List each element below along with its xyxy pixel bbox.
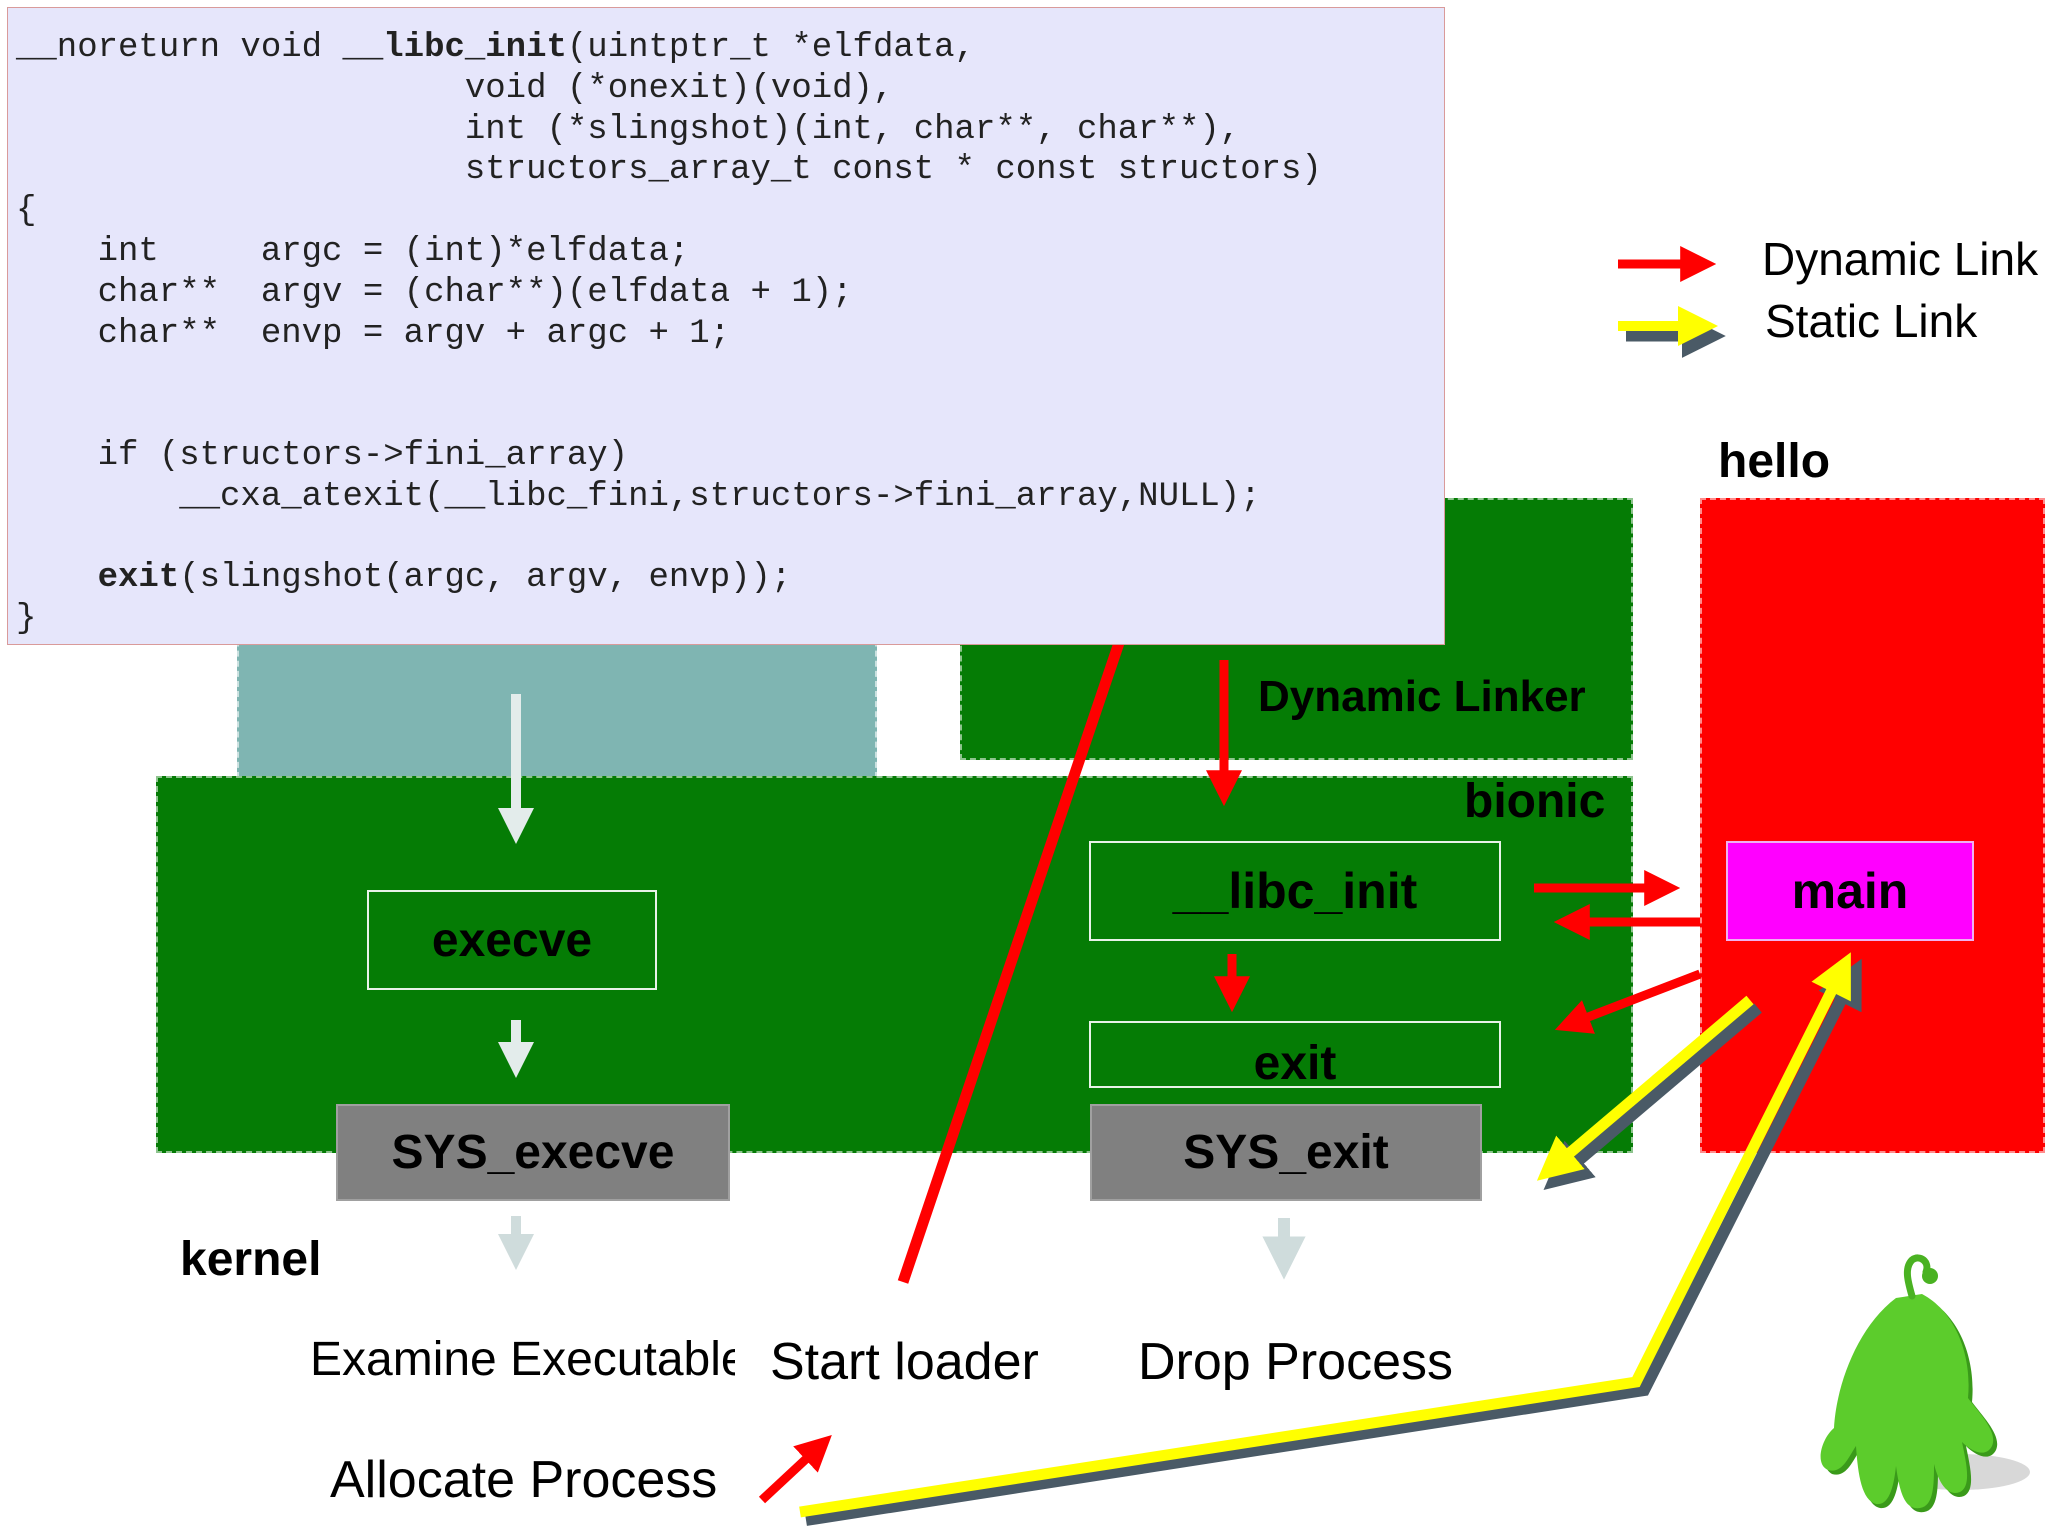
arrow-allocate-to-start bbox=[758, 1434, 832, 1504]
sys-execve-box: SYS_execve bbox=[336, 1104, 730, 1201]
code-line: exit(slingshot(argc, argv, envp)); bbox=[16, 558, 1444, 599]
legend-static-link-label: Static Link bbox=[1765, 295, 1978, 347]
code-pre-text: int (*slingshot)(int, char**, char**), bbox=[16, 110, 1241, 149]
arrow-main-to-sys-exit bbox=[1536, 995, 1754, 1181]
code-pre-text: int argc = (int)*elfdata; bbox=[16, 232, 690, 271]
code-post-text: (slingshot(argc, argv, envp)); bbox=[179, 559, 792, 598]
libc-init-box: __libc_init bbox=[1089, 841, 1501, 941]
code-line: structors_array_t const * const structor… bbox=[16, 150, 1444, 191]
code-line: void (*onexit)(void), bbox=[16, 69, 1444, 110]
code-line: __cxa_atexit(__libc_fini,structors->fini… bbox=[16, 477, 1444, 518]
code-line: char** argv = (char**)(elfdata + 1); bbox=[16, 273, 1444, 314]
start-loader-label: Start loader bbox=[770, 1333, 1039, 1391]
dynamic-linker-label: Dynamic Linker bbox=[1258, 672, 1586, 721]
arrow-main-to-exit bbox=[1554, 969, 1702, 1034]
arrow-allocate-to-main bbox=[799, 952, 1851, 1518]
bionic-region bbox=[156, 776, 1633, 1153]
code-pre-text: if (structors->fini_array) bbox=[16, 436, 629, 475]
code-pre-text bbox=[16, 559, 98, 597]
code-pre-text: __noreturn void bbox=[16, 29, 343, 67]
code-line: __noreturn void __libc_init(uintptr_t *e… bbox=[16, 28, 1444, 69]
arrow-start-loader-up bbox=[897, 638, 1126, 1284]
code-bold-text: __libc_init bbox=[342, 29, 567, 67]
code-pre-text: structors_array_t const * const structor… bbox=[16, 151, 1322, 190]
code-listing: __noreturn void __libc_init(uintptr_t *e… bbox=[7, 7, 1445, 645]
code-line bbox=[16, 518, 1444, 559]
arrow-allocate-to-main-shadow bbox=[805, 958, 1862, 1526]
code-pre-text: void (*onexit)(void), bbox=[16, 69, 894, 108]
code-line bbox=[16, 354, 1444, 395]
examine-executable-label: Examine Executable bbox=[310, 1333, 735, 1386]
kernel-label: kernel bbox=[180, 1233, 322, 1286]
hello-label: hello bbox=[1718, 435, 1831, 488]
arrow-main-to-sys-exit-shadow bbox=[1543, 1003, 1762, 1190]
drop-process-label: Drop Process bbox=[1138, 1333, 1453, 1391]
main-box: main bbox=[1726, 841, 1974, 941]
exit-box: exit bbox=[1089, 1021, 1501, 1090]
code-line bbox=[16, 395, 1444, 436]
code-post-text: (uintptr_t *elfdata, bbox=[566, 29, 975, 67]
code-bold-text: exit bbox=[97, 559, 180, 598]
code-line: { bbox=[16, 191, 1444, 232]
android-mascot-icon bbox=[1820, 1254, 2030, 1513]
code-line: int argc = (int)*elfdata; bbox=[16, 232, 1444, 273]
allocate-process-label: Allocate Process bbox=[330, 1451, 718, 1509]
code-line: char** envp = argv + argc + 1; bbox=[16, 314, 1444, 355]
legend-dynamic-link-label: Dynamic Link bbox=[1762, 233, 2039, 285]
hello-region bbox=[1700, 498, 2045, 1153]
bionic-label: bionic bbox=[1464, 775, 1606, 828]
code-line: if (structors->fini_array) bbox=[16, 436, 1444, 477]
sys-exit-box: SYS_exit bbox=[1090, 1104, 1482, 1201]
execve-box: execve bbox=[367, 890, 657, 990]
code-pre-text: { bbox=[16, 192, 37, 231]
code-pre-text: __cxa_atexit(__libc_fini,structors->fini… bbox=[16, 477, 1261, 516]
code-pre-text: char** envp = argv + argc + 1; bbox=[16, 314, 731, 353]
code-pre-text: char** argv = (char**)(elfdata + 1); bbox=[16, 273, 853, 312]
code-pre-text: } bbox=[16, 600, 37, 639]
code-line: } bbox=[16, 599, 1444, 640]
code-line: int (*slingshot)(int, char**, char**), bbox=[16, 110, 1444, 151]
